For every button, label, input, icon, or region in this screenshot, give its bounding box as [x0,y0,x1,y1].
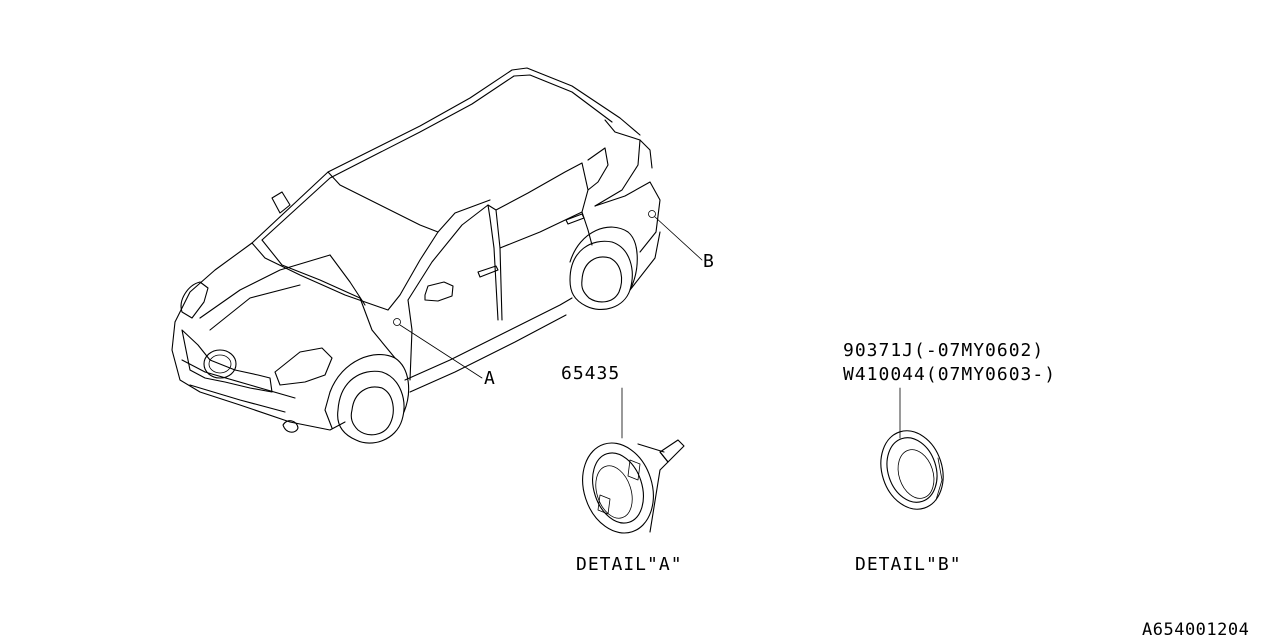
grommet-90371j-drawing [880,430,944,510]
part-number-90371j: 90371J(-07MY0602) [843,340,1045,361]
part-number-65435: 65435 [561,363,621,384]
callout-b: B [703,251,715,272]
callout-a: A [484,368,496,389]
diagram-code: A654001204 [1142,620,1250,640]
leader-line-a [399,324,483,379]
leader-lines [399,216,901,439]
leader-line-b [654,216,703,261]
detail-a-caption: DETAIL"A" [576,554,683,575]
detail-b-caption: DETAIL"B" [855,554,962,575]
vehicle-drawing [171,67,661,444]
clip-65435-drawing [582,439,685,534]
part-number-w410044: W410044(07MY0603-) [843,364,1057,385]
